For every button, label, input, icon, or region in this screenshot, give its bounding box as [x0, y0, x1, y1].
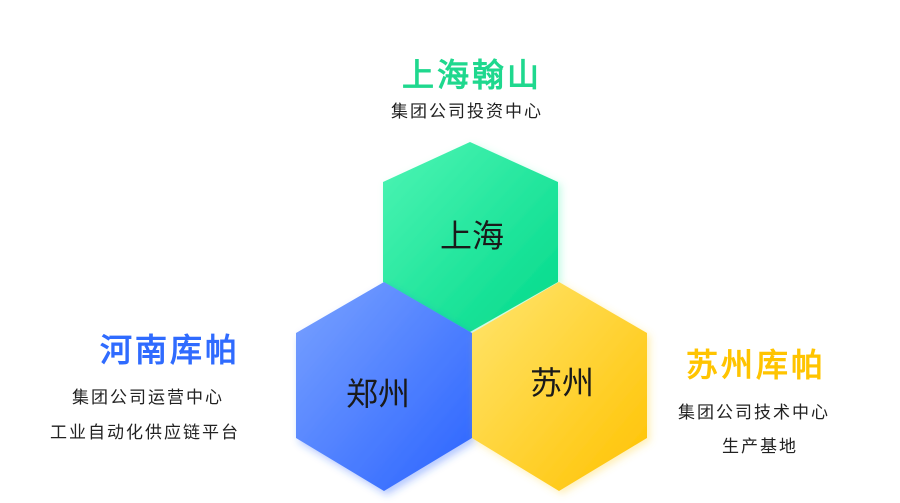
- left-line-1: 集团公司运营中心: [72, 388, 224, 408]
- hexagon-shanghai: [383, 142, 558, 332]
- right-line-2: 生产基地: [722, 437, 798, 457]
- top-title: 上海翰山: [402, 56, 543, 94]
- hexagon-label-suzhou: 苏州: [529, 364, 595, 402]
- left-line-2: 工业自动化供应链平台: [50, 423, 240, 443]
- hexagon-zhengzhou: [296, 282, 472, 491]
- right-title: 苏州库帕: [686, 346, 827, 384]
- top-line-1: 集团公司投资中心: [391, 102, 543, 122]
- hexagon-suzhou: [472, 282, 647, 491]
- hexagon-label-zhengzhou: 郑州: [345, 375, 411, 413]
- left-title: 河南库帕: [100, 331, 241, 369]
- hexagon-label-shanghai: 上海: [439, 217, 505, 255]
- right-line-1: 集团公司技术中心: [678, 403, 830, 423]
